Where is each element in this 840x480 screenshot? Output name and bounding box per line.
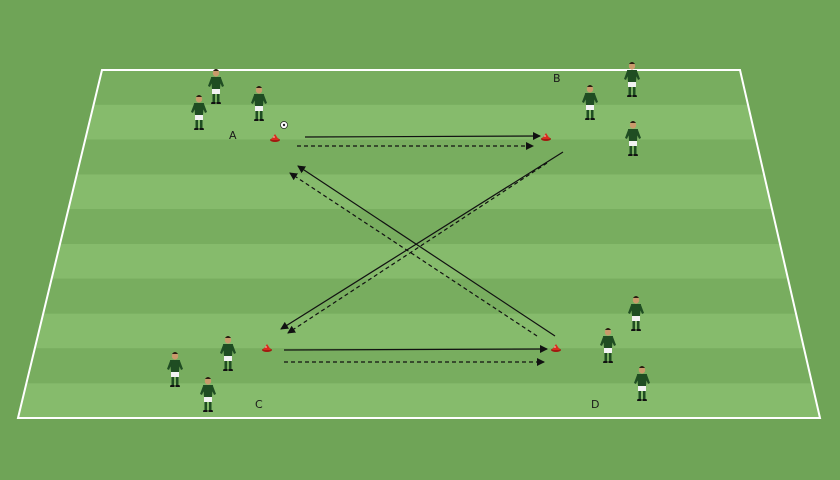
pitch-stripe [18, 383, 820, 418]
pitch-stripe [60, 209, 780, 244]
pitch-stripe [43, 278, 796, 314]
pitch-stripe [26, 348, 812, 384]
station-label-d: D [591, 398, 599, 411]
station-label-a: A [229, 129, 237, 142]
pitch-outline [16, 69, 822, 419]
pitch-stripe [51, 244, 789, 279]
pitch-stripe [93, 70, 749, 105]
station-label-c: C [255, 398, 263, 411]
pitch-stripe [85, 104, 756, 140]
arrows [280, 132, 564, 366]
a-to-b-pass-arrow [304, 132, 541, 141]
pitch-stripes [18, 70, 820, 418]
station-label-b: B [553, 72, 561, 85]
b-to-c-pass-arrow [280, 151, 564, 330]
a-to-d-run-arrow [289, 172, 538, 337]
c-to-b-run-arrow [287, 162, 548, 334]
pitch-stripe [68, 174, 772, 210]
pitch-stripe [34, 313, 805, 349]
d-to-a-pass-arrow [297, 165, 556, 337]
ball-icon [280, 121, 288, 129]
pitch-stripe [76, 139, 765, 175]
c-to-d-pass-arrow [283, 345, 548, 354]
